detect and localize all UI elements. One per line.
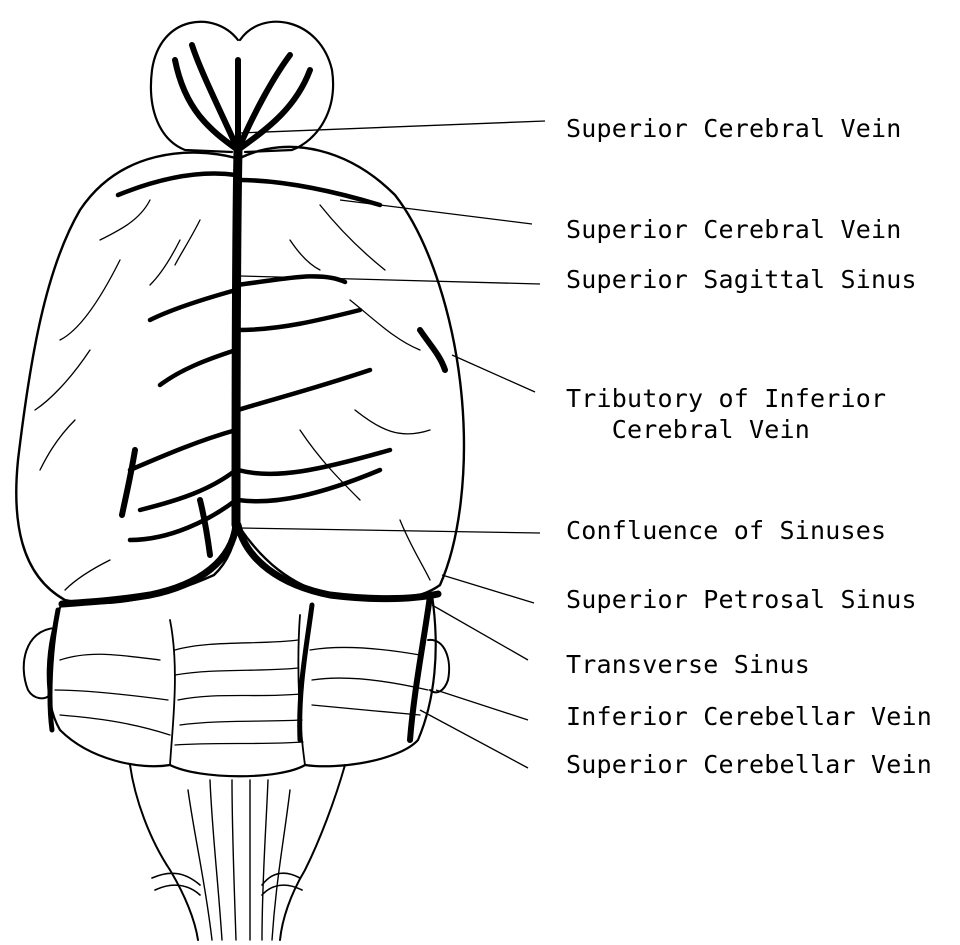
label-superior-cerebral-vein-2: Superior Cerebral Vein <box>566 214 902 245</box>
label-inferior-cerebellar-vein: Inferior Cerebellar Vein <box>566 701 932 732</box>
superior-cerebral-veins <box>118 174 390 540</box>
medulla-lines <box>188 780 290 940</box>
olfactory-bulb-left <box>151 22 238 152</box>
inferior-cerebellar-vein <box>300 605 312 740</box>
tributary-veins-thick <box>122 330 445 555</box>
label-superior-sagittal-sinus: Superior Sagittal Sinus <box>566 264 917 295</box>
cerebellar-folia <box>55 640 428 745</box>
medulla-outline <box>130 765 345 940</box>
leader-lines <box>240 121 545 768</box>
cranial-nerve-right <box>262 873 302 895</box>
cerebellum-outline <box>48 595 436 776</box>
label-confluence-of-sinuses: Confluence of Sinuses <box>566 515 886 546</box>
label-superior-cerebellar-vein: Superior Cerebellar Vein <box>566 749 932 780</box>
label-superior-petrosal-sinus: Superior Petrosal Sinus <box>566 584 917 615</box>
olfactory-veins <box>175 45 310 150</box>
cranial-nerve-left <box>152 873 200 895</box>
superior-petrosal-sinus <box>410 596 430 740</box>
paraflocculus-right <box>428 640 449 692</box>
vermis-left <box>170 620 175 765</box>
label-superior-cerebral-vein-1: Superior Cerebral Vein <box>566 113 902 144</box>
label-transverse-sinus: Transverse Sinus <box>566 649 810 680</box>
label-tributory-inferior-cerebral-vein: Tributory of Inferior Cerebral Vein <box>566 383 886 445</box>
